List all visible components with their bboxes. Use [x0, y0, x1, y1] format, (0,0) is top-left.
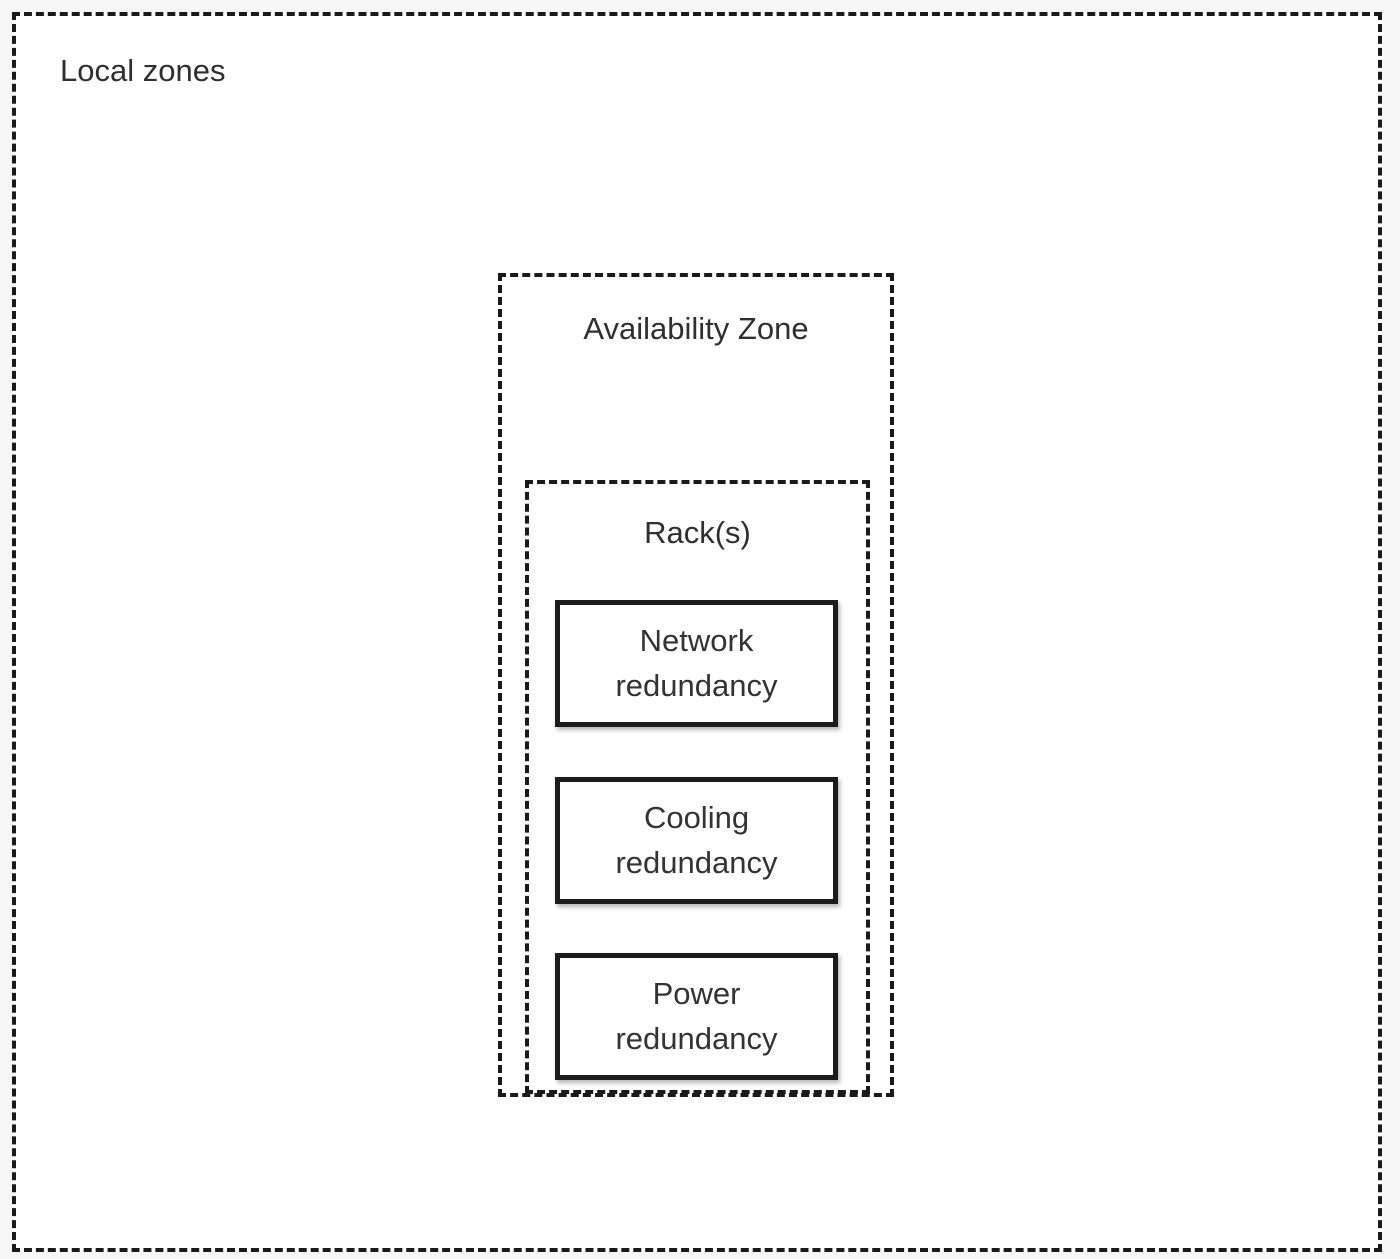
availability-zone-label: Availability Zone — [583, 311, 809, 346]
network-redundancy-box: Network redundancy — [555, 600, 838, 727]
local-zones-label: Local zones — [60, 53, 226, 88]
power-redundancy-box: Power redundancy — [555, 953, 838, 1080]
rack-container: Rack(s) Network redundancy Cooling redun… — [525, 480, 870, 1094]
network-redundancy-label: Network redundancy — [615, 622, 778, 703]
availability-zone-container: Availability Zone Rack(s) Network redund… — [498, 273, 894, 1097]
rack-label: Rack(s) — [644, 515, 751, 550]
local-zones-container: Local zones Availability Zone Rack(s) Ne… — [12, 12, 1382, 1252]
cooling-redundancy-label: Cooling redundancy — [615, 799, 778, 880]
cooling-redundancy-box: Cooling redundancy — [555, 777, 838, 904]
power-redundancy-label: Power redundancy — [615, 975, 778, 1056]
